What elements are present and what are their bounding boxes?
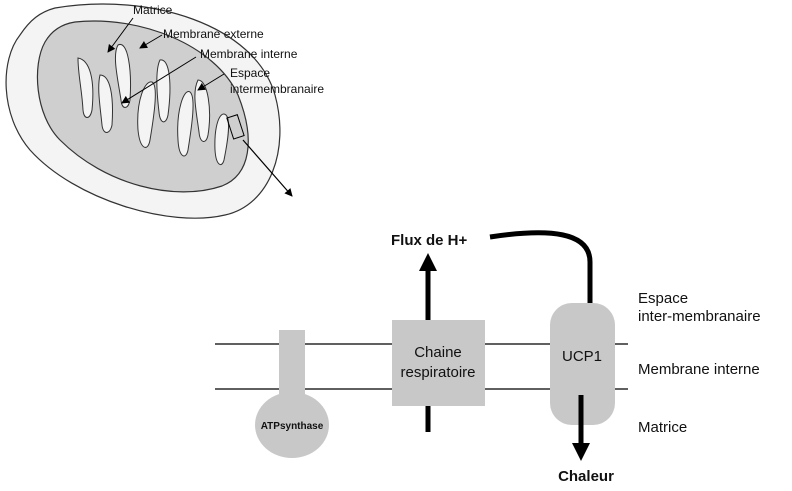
proton-leak-curve [489,230,593,312]
atp-synthase-head [255,392,329,458]
zoom-arrow [242,139,293,197]
pointer-membrane-externe [139,34,163,49]
chaleur-label: Chaleur [558,468,614,485]
label-membrane-externe: Membrane externe [163,27,264,41]
cristae [77,44,230,166]
side-label-matrice: Matrice [638,419,687,436]
side-label-espace-line2: inter-membranaire [638,308,761,325]
atp-synthase: ATPsynthase [255,330,329,458]
ucp1-box [550,303,615,425]
atp-synthase-stalk [279,330,305,402]
respiratory-chain: Chaine respiratoire [392,253,485,432]
label-matrice: Matrice [133,3,173,17]
side-label-membrane-interne: Membrane interne [638,361,760,378]
label-espace-line1: Espace [230,66,270,80]
pointer-matrice [107,17,134,53]
label-espace-line2: intermembranaire [230,82,324,96]
side-label-espace-line1: Espace [638,290,688,307]
ucp1-label: UCP1 [562,348,602,365]
atp-synthase-label: ATPsynthase [261,421,324,432]
ucp1: UCP1 [550,303,615,461]
membrane-detail: ATPsynthase Chaine respiratoire Flux de … [215,230,761,485]
label-membrane-interne: Membrane interne [200,47,298,61]
pointer-membrane-interne [121,56,197,104]
respiratory-chain-line2: respiratoire [400,364,475,381]
respiratory-chain-box [392,320,485,406]
respiratory-chain-line1: Chaine [414,344,462,361]
mitochondrion: Matrice Membrane externe Membrane intern… [5,3,324,219]
flux-label: Flux de H+ [391,232,468,249]
zoom-box [226,114,245,140]
pointer-espace [197,73,225,91]
